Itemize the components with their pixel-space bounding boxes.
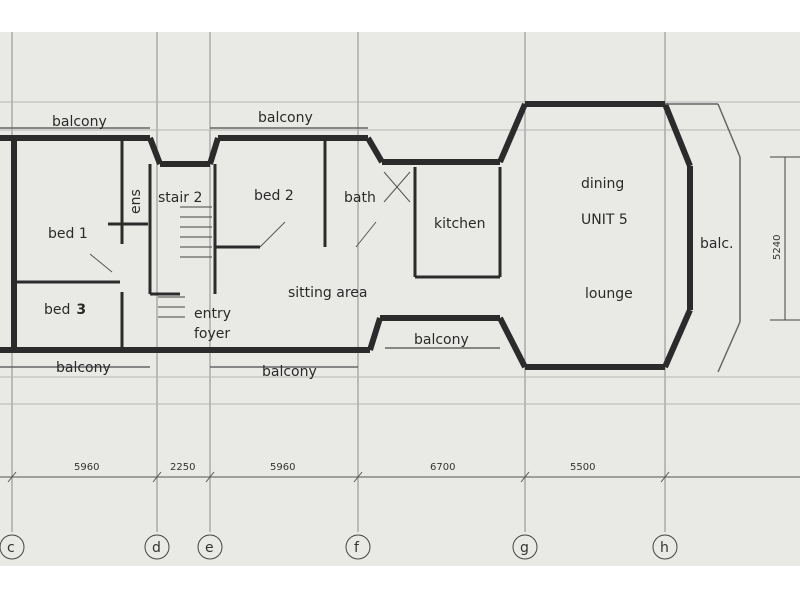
grid-circles	[0, 534, 678, 560]
stair-treads	[158, 206, 212, 318]
dim-span-4: 6700	[430, 462, 455, 473]
label-balcony-top-mid: balcony	[258, 110, 313, 126]
dim-span-1: 5960	[74, 462, 99, 473]
dim-span-5: 5500	[570, 462, 595, 473]
label-lounge: lounge	[585, 286, 633, 302]
label-bed3-number: 3	[76, 302, 86, 318]
label-balc: balc.	[700, 236, 734, 252]
label-bed1: bed 1	[48, 226, 88, 242]
label-balcony-bottom-mid: balcony	[262, 364, 317, 380]
grid-lines	[0, 32, 800, 532]
balcony-outlines	[0, 103, 741, 373]
dim-vertical: 5240	[772, 235, 783, 260]
door-swings	[89, 171, 411, 273]
label-sitting-area: sitting area	[288, 285, 367, 301]
grid-label-h: h	[660, 540, 669, 556]
exterior-walls	[0, 101, 693, 370]
grid-label-c: c	[7, 540, 15, 556]
dim-span-2: 2250	[170, 462, 195, 473]
label-unit: UNIT 5	[581, 212, 628, 228]
floor-plan-sheet: balcony balcony ens stair 2 bed 2 bath b…	[0, 32, 800, 566]
grid-label-g: g	[520, 540, 529, 556]
grid-label-f: f	[354, 540, 360, 556]
label-stair: stair 2	[158, 190, 202, 206]
label-bed3: bed 3	[44, 302, 86, 318]
interior-walls	[14, 140, 502, 348]
label-dining: dining	[581, 176, 624, 192]
label-kitchen: kitchen	[434, 216, 486, 232]
label-foyer: foyer	[194, 326, 230, 342]
grid-label-e: e	[205, 540, 214, 556]
label-ens: ens	[128, 189, 144, 214]
dimension-line	[0, 471, 800, 483]
label-balcony-bottom-left: balcony	[56, 360, 111, 376]
label-bed3-prefix: bed	[44, 302, 70, 318]
label-balcony-top-left: balcony	[52, 114, 107, 130]
label-balcony-bottom-right: balcony	[414, 332, 469, 348]
label-bed2: bed 2	[254, 188, 294, 204]
vertical-dimension	[770, 156, 800, 321]
floor-plan-drawing: balcony balcony ens stair 2 bed 2 bath b…	[0, 32, 800, 560]
dim-span-3: 5960	[270, 462, 295, 473]
label-entry: entry	[194, 306, 231, 322]
grid-label-d: d	[152, 540, 161, 556]
label-bath: bath	[344, 190, 376, 206]
